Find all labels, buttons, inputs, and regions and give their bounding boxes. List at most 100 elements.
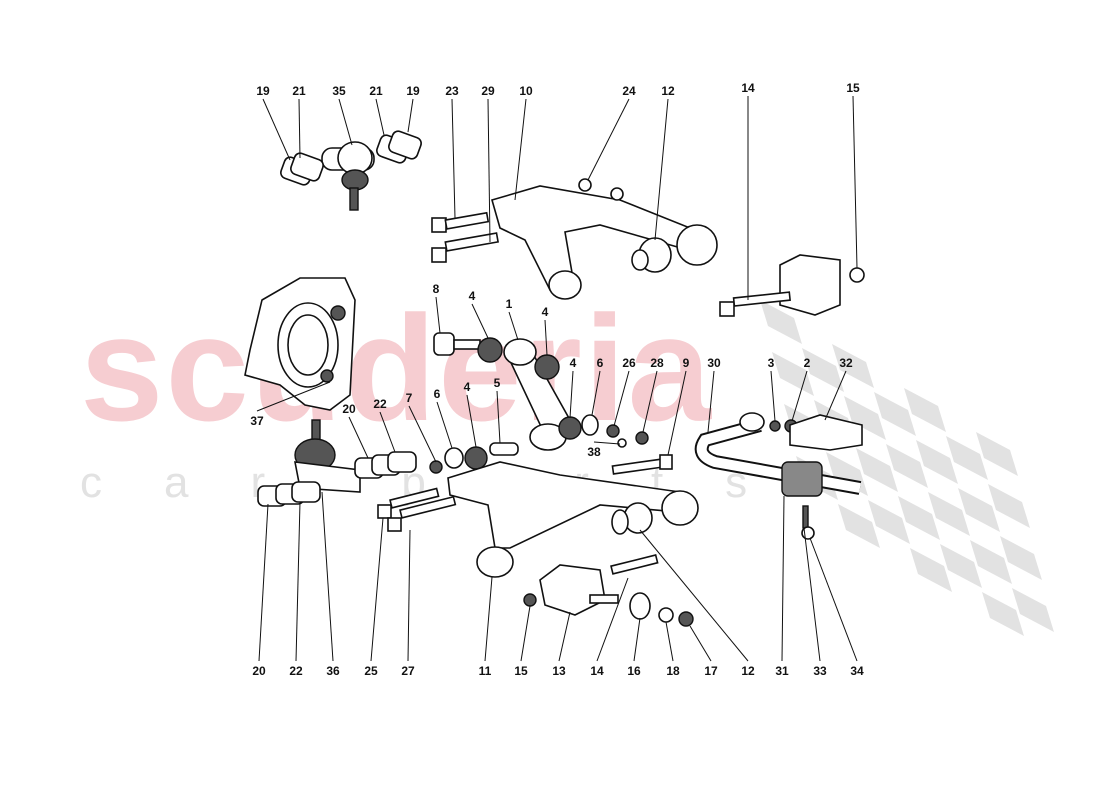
callout-label: 33: [813, 664, 827, 678]
leader-line: [639, 529, 749, 662]
leader-line: [407, 529, 411, 662]
leader-line: [591, 370, 601, 416]
callout-label: 27: [401, 664, 415, 678]
watermark-brand: scuderia: [80, 284, 713, 452]
leader-line: [298, 98, 301, 159]
callout-label: 36: [326, 664, 340, 678]
callout-label: 19: [256, 84, 270, 98]
flag-square: [910, 548, 952, 592]
leader-line: [558, 611, 571, 662]
shims-upper-left: [280, 152, 324, 186]
leader-line: [375, 98, 385, 136]
leader-line: [689, 625, 712, 662]
callout-label: 26: [622, 356, 636, 370]
callout-label: 4: [464, 380, 471, 394]
callout-label: 4: [469, 289, 476, 303]
callout-label: 21: [292, 84, 306, 98]
callout-label: 14: [590, 664, 604, 678]
callout-label: 38: [587, 445, 601, 459]
callout-label: 8: [433, 282, 440, 296]
leader-line: [484, 576, 493, 662]
flag-square: [874, 392, 916, 436]
callout-label: 4: [570, 356, 577, 370]
anti-roll-bar: [694, 412, 863, 540]
callout-label: 18: [666, 664, 680, 678]
callout-label: 7: [406, 391, 413, 405]
callout-label: 22: [289, 664, 303, 678]
callout-label: 14: [741, 81, 755, 95]
leader-line: [852, 95, 858, 269]
flag-square: [832, 344, 874, 388]
callout-label: 37: [250, 414, 264, 428]
flag-square: [868, 500, 910, 544]
leader-line: [496, 390, 501, 444]
leader-line: [262, 98, 291, 161]
flag-square: [976, 432, 1018, 476]
callout-label: 9: [683, 356, 690, 370]
leader-line: [514, 98, 527, 201]
bracket-upper-right: [719, 254, 865, 317]
leader-line: [408, 405, 437, 463]
upper-wishbone: [491, 178, 718, 300]
callout-label: 6: [434, 387, 441, 401]
callout-label: 12: [661, 84, 675, 98]
leader-line: [707, 370, 715, 433]
leader-line: [451, 98, 456, 219]
flag-square: [802, 348, 844, 392]
callout-label: 23: [445, 84, 459, 98]
flag-square: [856, 448, 898, 492]
bolt-29: [431, 232, 500, 263]
flag-square: [886, 444, 928, 488]
leader-line: [487, 98, 491, 243]
flag-square: [970, 540, 1012, 584]
callout-label: 19: [406, 84, 420, 98]
leader-line: [809, 537, 858, 662]
leader-line: [569, 370, 574, 419]
leader-line: [348, 416, 369, 459]
flag-square: [940, 544, 982, 588]
leader-line: [613, 370, 630, 427]
flag-square: [958, 488, 1000, 532]
callout-label: 4: [542, 305, 549, 319]
flag-square: [904, 388, 946, 432]
leader-line: [544, 319, 548, 356]
flag-square: [928, 492, 970, 536]
bracket-lower: [523, 554, 694, 627]
flag-square: [844, 396, 886, 440]
leader-lines: [256, 95, 858, 662]
callout-label: 2: [804, 356, 811, 370]
leader-line: [587, 98, 630, 181]
leader-line: [256, 381, 331, 412]
callout-label: 31: [775, 664, 789, 678]
flag-square: [916, 440, 958, 484]
callout-label: 13: [552, 664, 566, 678]
leader-line: [596, 577, 629, 662]
leader-line: [508, 311, 519, 341]
leader-line: [436, 401, 453, 449]
flag-square: [982, 592, 1024, 636]
callout-label: 6: [597, 356, 604, 370]
leader-line: [370, 517, 384, 662]
leader-line: [803, 527, 821, 662]
leader-line: [338, 98, 353, 146]
callout-label: 15: [514, 664, 528, 678]
callout-label: 10: [519, 84, 533, 98]
leader-line: [824, 370, 847, 421]
callout-label: 22: [373, 397, 387, 411]
flag-square: [1000, 536, 1042, 580]
callout-label: 3: [768, 356, 775, 370]
leader-line: [471, 303, 489, 339]
parts-drawing: [244, 130, 865, 627]
flag-square: [760, 300, 802, 344]
shims-lower: [257, 451, 417, 507]
leader-line: [770, 370, 776, 422]
shims-upper-right: [376, 130, 422, 164]
flag-square: [838, 504, 880, 548]
callout-label: 35: [332, 84, 346, 98]
leader-line: [435, 296, 441, 334]
callout-label: 16: [627, 664, 641, 678]
leader-line: [781, 495, 785, 662]
callout-label: 24: [622, 84, 636, 98]
